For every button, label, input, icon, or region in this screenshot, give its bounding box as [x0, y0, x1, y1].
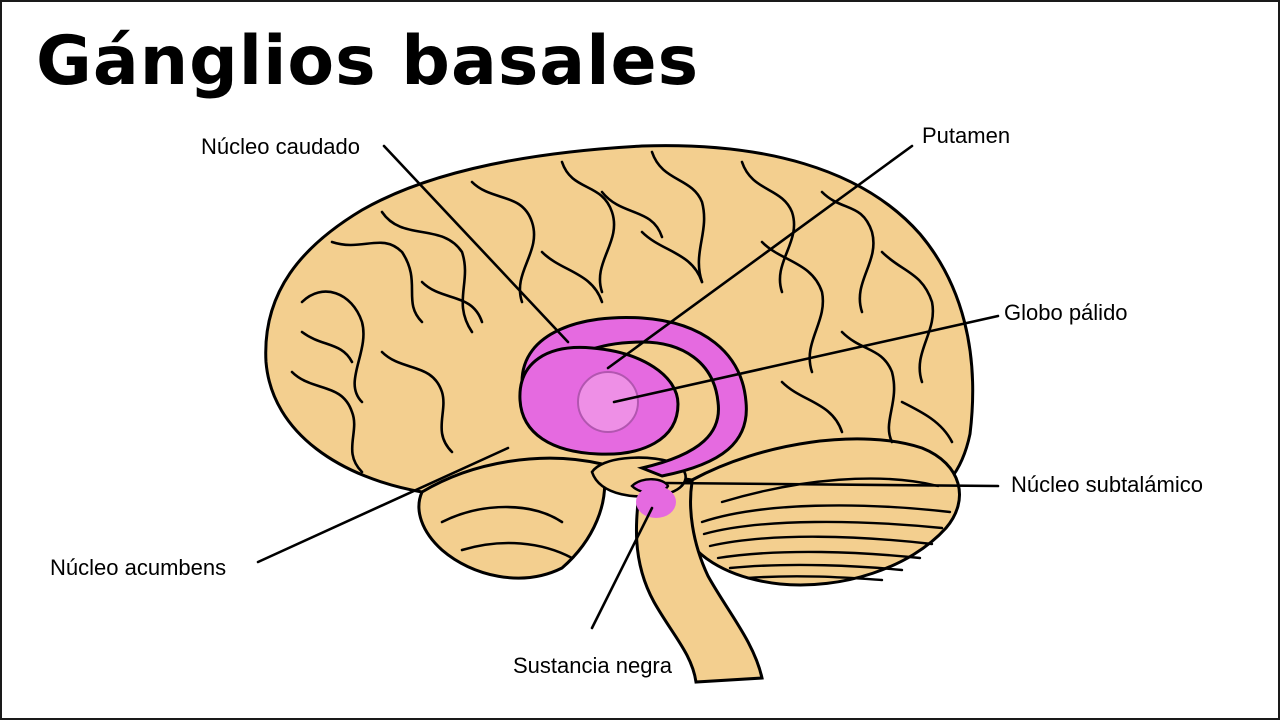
globus-pallidus-shape — [577, 371, 639, 433]
cortex-sulci — [290, 150, 954, 474]
cerebellum-folia — [700, 477, 952, 582]
leader-lines — [256, 144, 1000, 630]
leader-putamen — [606, 144, 914, 370]
temporal-sulci — [440, 505, 574, 560]
leader-substantia-nigra — [590, 506, 654, 630]
label-globus-pallidus: Globo pálido — [1004, 300, 1128, 325]
label-substantia-nigra: Sustancia negra — [513, 653, 672, 678]
leader-subthalamic — [664, 481, 1000, 488]
brainstem — [634, 470, 764, 684]
label-nucleus-accumbens: Núcleo acumbens — [50, 555, 227, 580]
label-caudate-nucleus: Núcleo caudado — [201, 134, 361, 159]
substantia-nigra-shape — [636, 486, 676, 518]
label-putamen: Putamen — [922, 123, 1011, 148]
leader-globus-pallidus — [612, 314, 1000, 404]
page-title: Gánglios basales — [36, 22, 700, 101]
leader-accumbens — [256, 446, 510, 564]
leader-caudate — [382, 144, 570, 344]
label-subthalamic-nucleus: Núcleo subtalámico — [1011, 472, 1203, 497]
